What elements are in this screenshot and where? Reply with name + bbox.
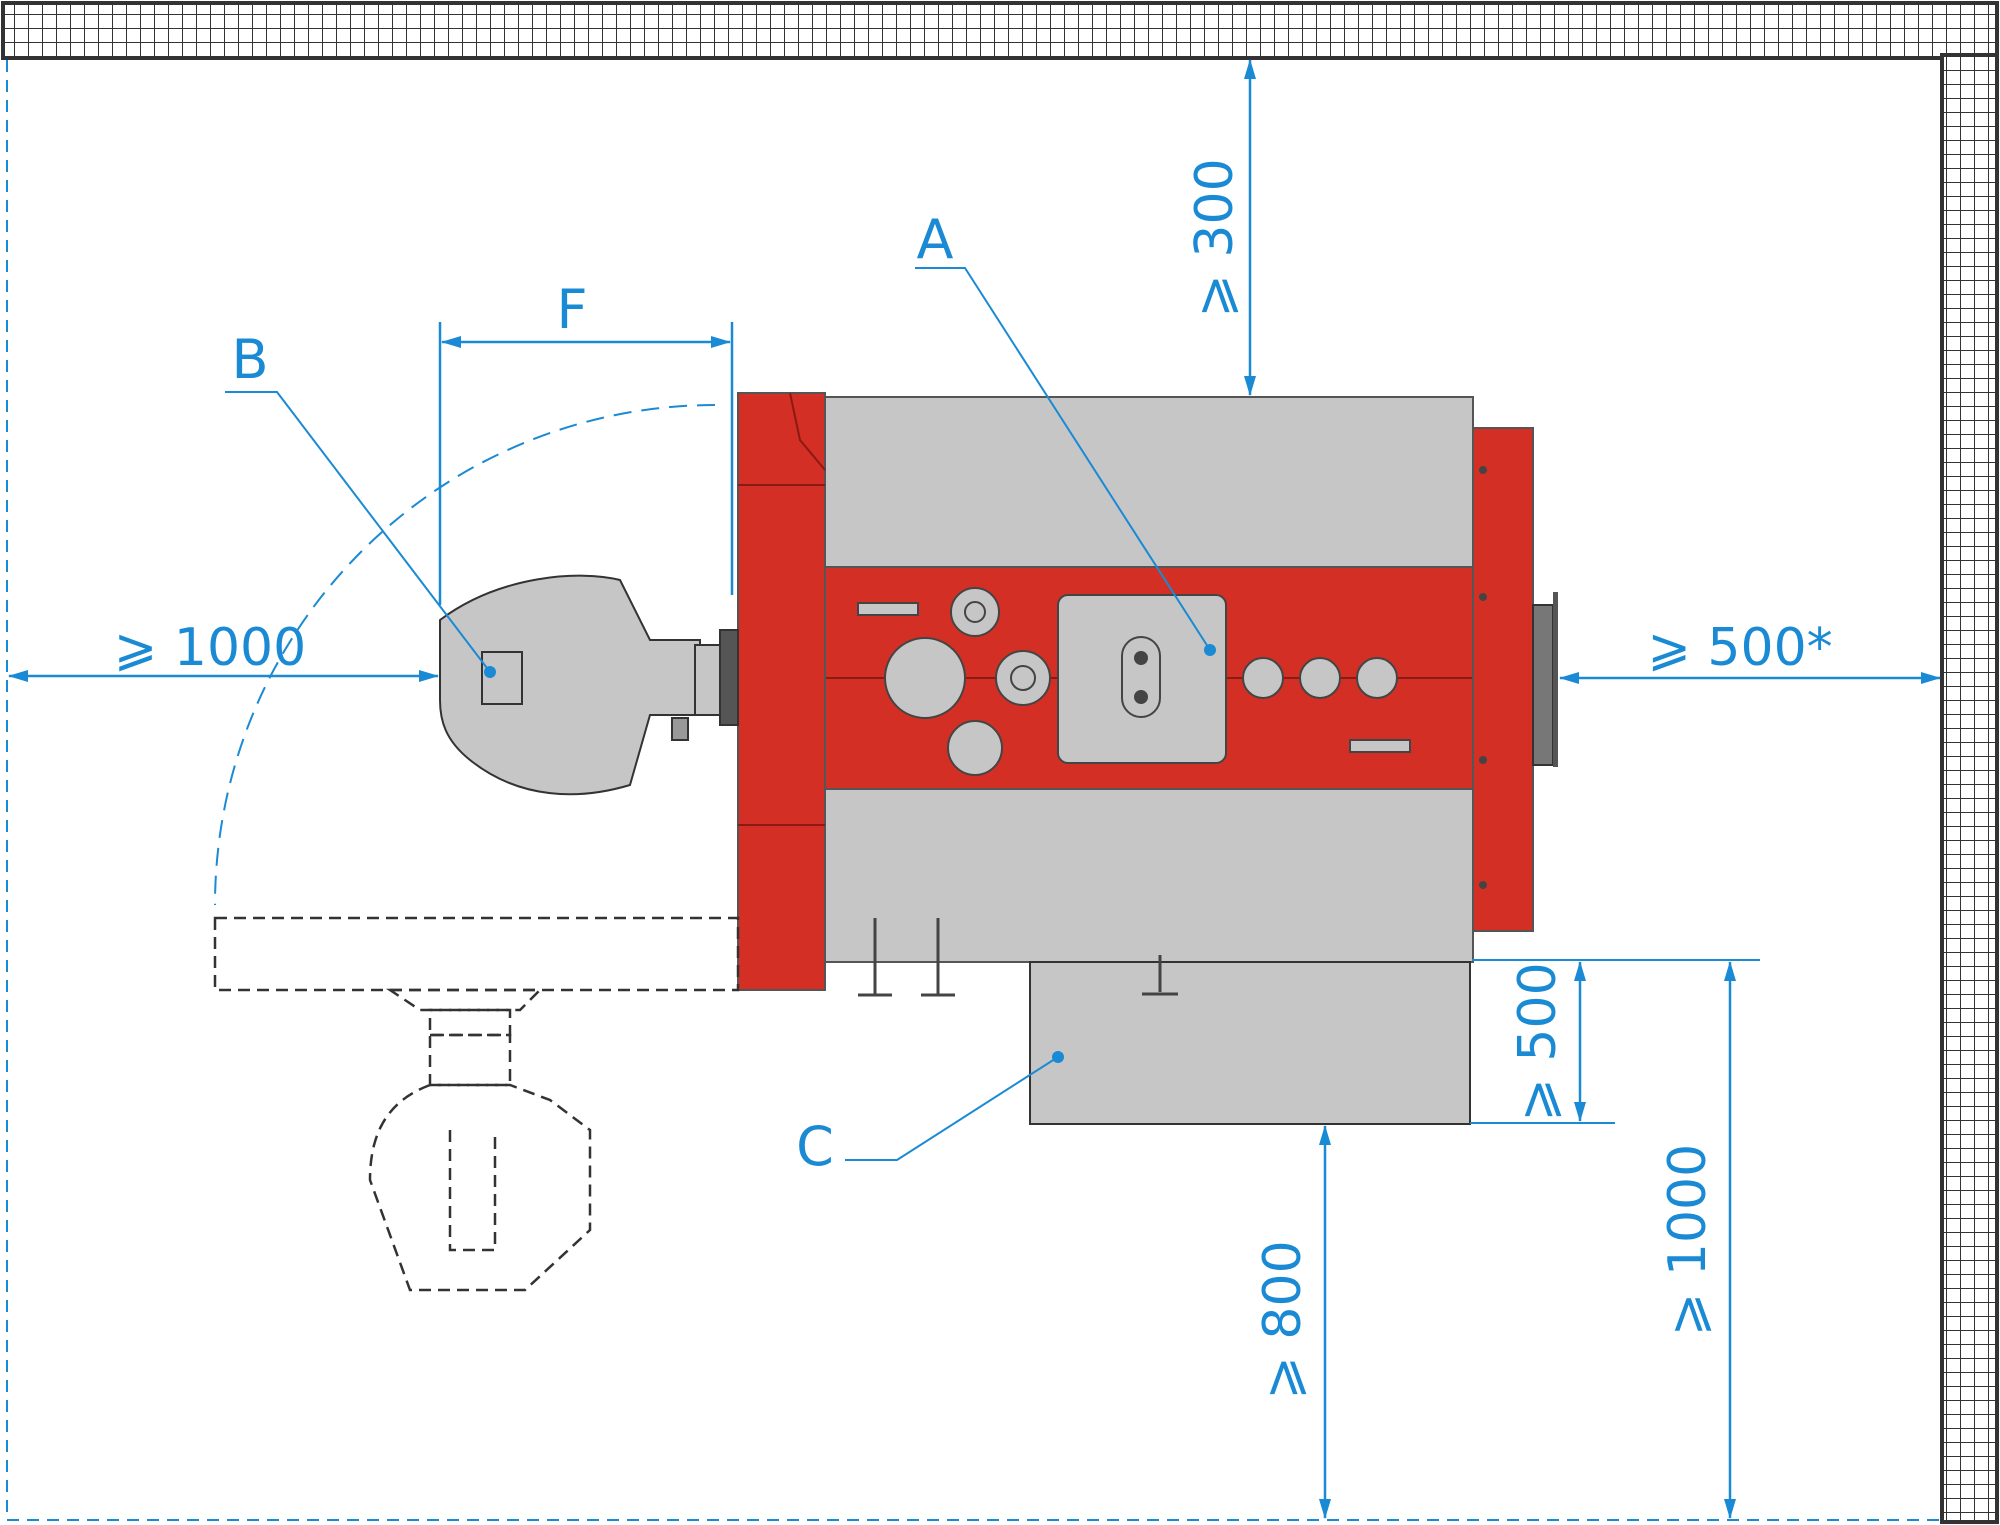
label-a: A xyxy=(917,208,954,271)
dimension-f xyxy=(438,322,734,605)
burner-swung-out-dashed xyxy=(213,916,740,1292)
leader-c xyxy=(845,1051,1064,1161)
dimension-bottom-rear-text: ⩾ 1000 xyxy=(1658,1144,1718,1336)
boiler-body xyxy=(737,392,1558,997)
leader-b xyxy=(225,391,496,678)
label-b: B xyxy=(231,328,268,391)
dimension-bottom-side xyxy=(1470,959,1760,1124)
dimension-right-text: ⩾ 500* xyxy=(1647,618,1832,678)
wall-right xyxy=(1940,53,1999,1524)
leader-a xyxy=(915,267,1216,656)
label-f: F xyxy=(556,278,587,341)
dimension-left-text: ⩾ 1000 xyxy=(114,618,306,678)
dimension-bottom-front-text: ⩾ 800 xyxy=(1253,1240,1313,1399)
dimension-bottom-side-text: ⩾ 500 xyxy=(1508,962,1568,1121)
burner-swing-arc xyxy=(214,404,716,906)
burner xyxy=(439,574,739,796)
accessory-box xyxy=(1029,955,1471,1125)
label-c: C xyxy=(796,1115,834,1178)
wall-top xyxy=(1,1,1999,60)
dimension-top-text: ⩾ 300 xyxy=(1185,158,1245,317)
